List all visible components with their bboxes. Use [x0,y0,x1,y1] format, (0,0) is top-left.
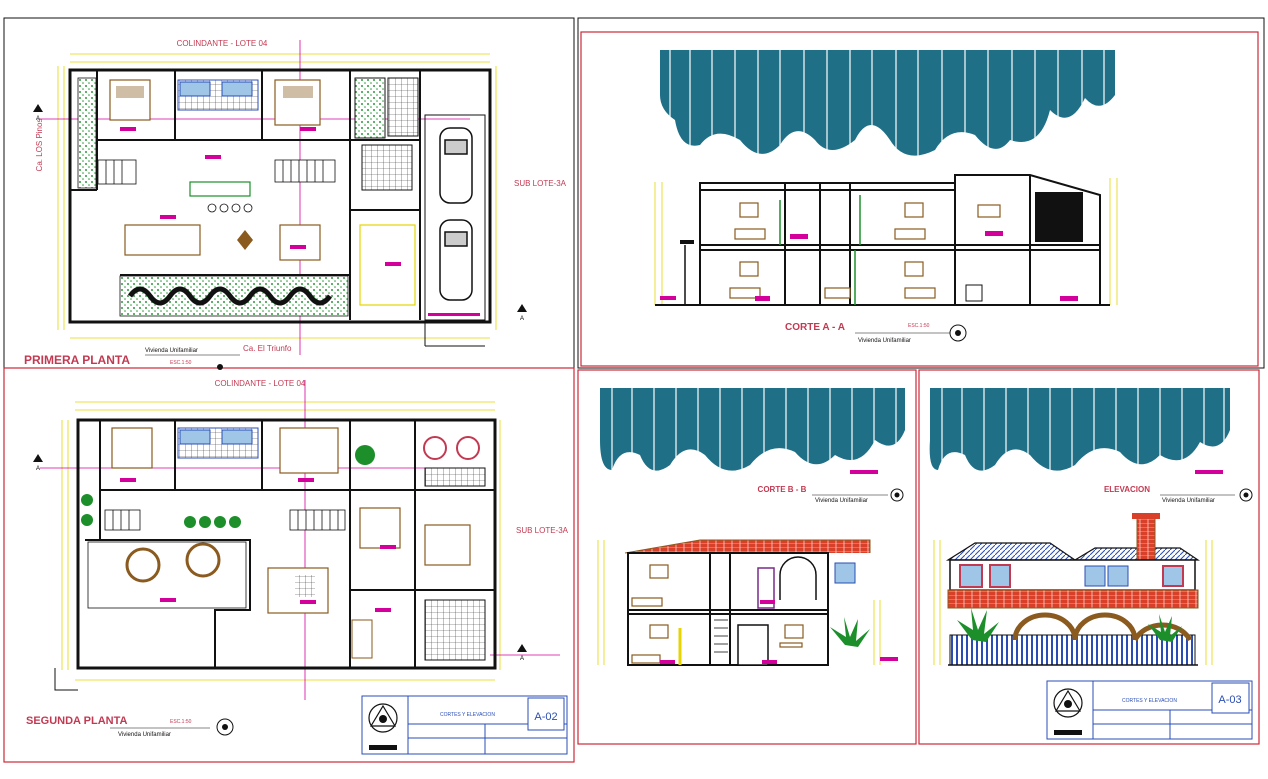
front-garden [119,275,349,317]
neighbor-right-label: SUB LOTE-3A [514,179,567,188]
elevation-subtitle: Vivienda Unifamiliar [1162,498,1215,504]
dark-opening [1035,192,1083,242]
sheet-code: A-02 [534,711,557,723]
section-marker: A A [33,104,527,322]
second-floor-scale: ESC.1:50 [170,719,192,725]
car-icon [439,127,473,301]
tree-silhouettes [600,50,1230,471]
kitchen [124,224,201,256]
svg-text:A: A [520,656,524,662]
second-floor-title: SEGUNDA PLANTA [26,715,128,727]
dimension-lines [57,53,497,339]
neighbor-top-label: COLINDANTE - LOTE 04 [215,379,306,388]
bed [359,507,401,549]
section-a-a: CORTE A - A ESC.1:50 Vivienda Unifamilia… [654,174,1118,344]
logo-icon [368,703,398,750]
stairs [104,509,346,531]
interior-walls [85,420,495,668]
first-floor-scale: ESC.1:50 [170,360,192,366]
second-floor-subtitle: Vivienda Unifamiliar [118,732,171,738]
furniture [729,202,1001,299]
front-elevation: ELEVACION Vivienda Unifamiliar [933,470,1253,666]
plant-icon [830,617,870,647]
svg-text:A: A [520,316,524,322]
north-arrow-icon [216,718,234,736]
round-table [125,542,221,583]
first-floor-plan: COLINDANTE - LOTE 04 SUB LOTE-3A Ca. LOS… [24,39,567,370]
bed [424,524,471,566]
bed [274,79,321,126]
section-b-subtitle: Vivienda Unifamiliar [815,498,868,504]
sheet-frames [3,17,1265,763]
neighbor-top-label: COLINDANTE - LOTE 04 [177,39,268,48]
tree-hatch [611,50,1225,480]
sheet-content: CORTES Y ELEVACION [440,712,495,718]
bed [109,79,151,121]
sheet-content: CORTES Y ELEVACION [1122,698,1177,704]
section-a-title: CORTE A - A [785,322,845,333]
street-left-label: Ca. LOS Pinos [35,119,44,172]
section-symbol-icon [1239,488,1253,502]
dining-table [279,224,321,261]
first-floor-title: PRIMERA PLANTA [24,353,130,367]
section-b-b: CORTE B - B Vivienda Unifamiliar [597,470,904,666]
roof [945,542,1077,561]
bed [111,427,153,469]
neighbor-right-label: SUB LOTE-3A [516,526,569,535]
section-symbol-icon [890,488,904,502]
title-block-right: A-03 CORTES Y ELEVACION [1046,680,1253,740]
section-marker: A A [33,454,527,662]
svg-text:A: A [36,116,40,122]
dimension-lines [61,401,501,681]
title-block-left: A-02 CORTES Y ELEVACION [361,695,568,755]
bed [279,427,339,474]
svg-text:A: A [36,466,40,472]
logo-icon [1053,688,1083,735]
section-a-scale: ESC.1:50 [908,323,930,329]
plant-icon [957,608,1182,642]
plant-icon [81,445,375,528]
outer-wall [68,68,492,324]
outer-wall [76,418,497,670]
second-floor-plan: COLINDANTE - LOTE 04 SUB LOTE-3A SEGUNDA… [26,379,569,738]
first-floor-subtitle: Vivienda Unifamiliar [145,348,198,354]
sheet-code: A-03 [1218,694,1241,706]
interior-walls [70,70,421,320]
stairs [97,159,336,185]
section-a-subtitle: Vivienda Unifamiliar [858,338,911,344]
section-b-title: CORTE B - B [758,485,807,494]
street-bottom-label: Ca. El Triunfo [243,344,292,353]
section-symbol-icon [949,324,967,342]
elevation-title: ELEVACION [1104,485,1150,494]
